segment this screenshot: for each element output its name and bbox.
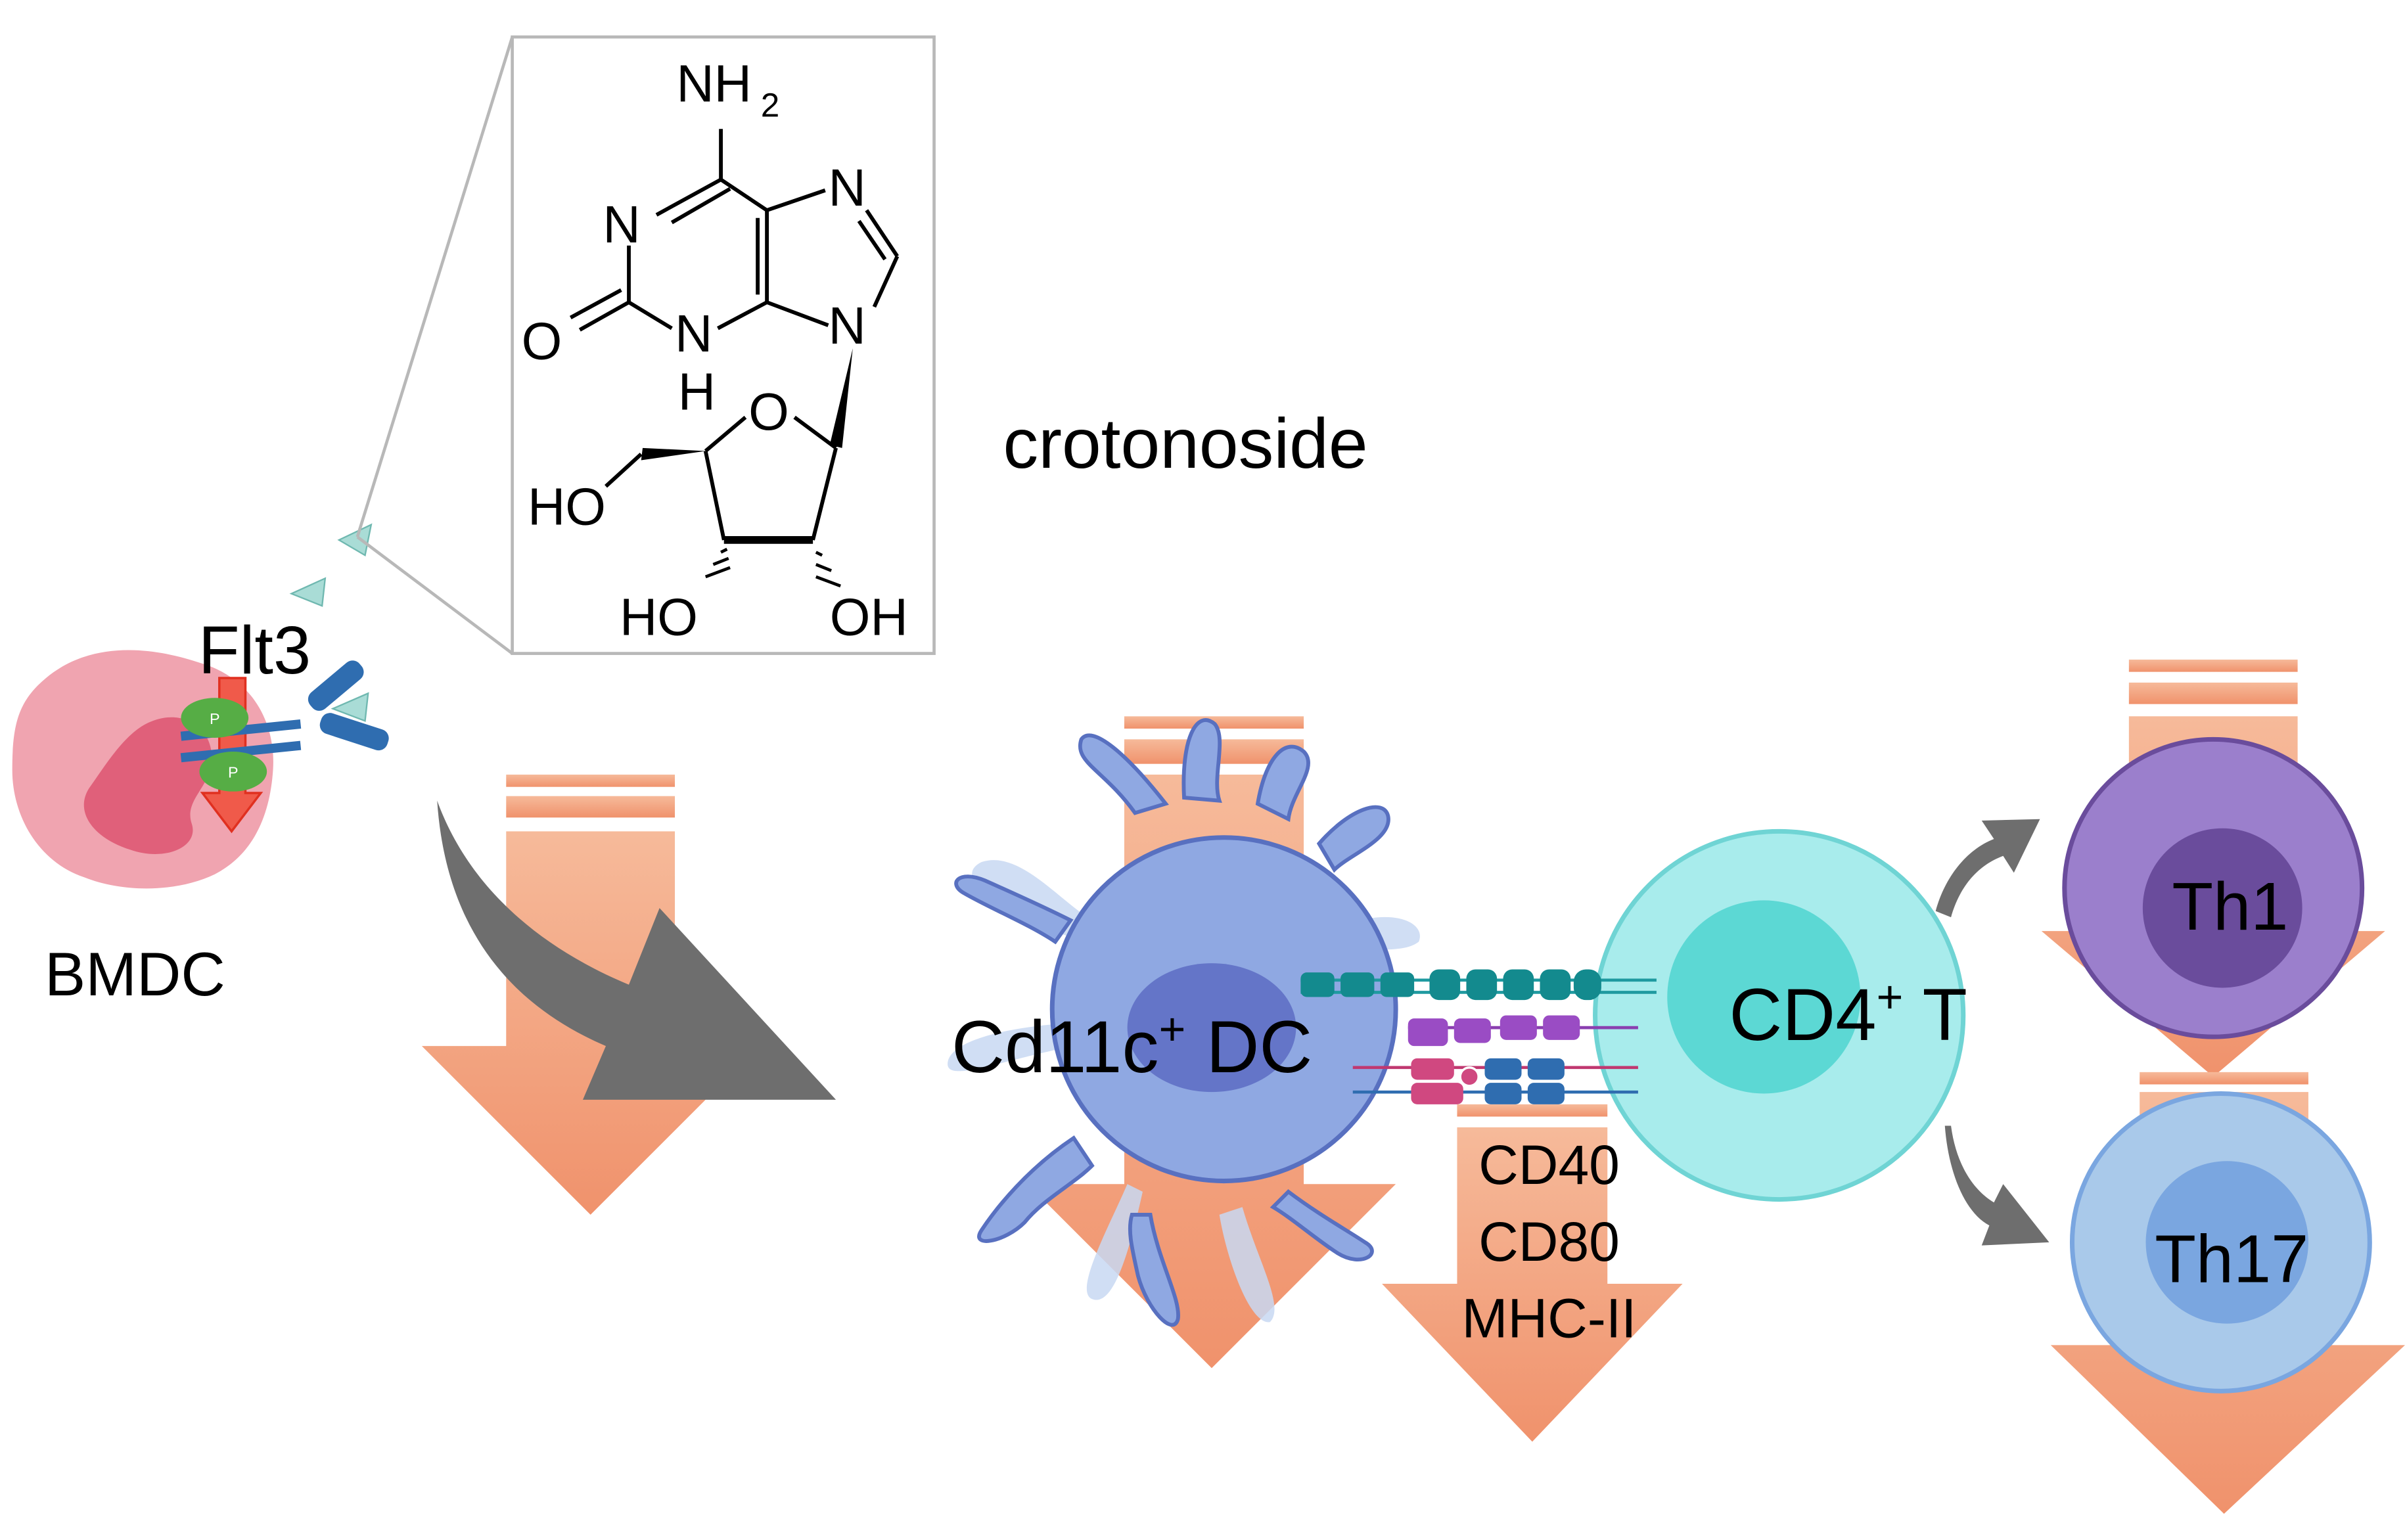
crotonoside-structure	[569, 129, 900, 588]
atom-ho3: HO	[620, 588, 698, 646]
receptor-pair-1	[1300, 969, 1657, 1001]
th17-label: Th17	[2155, 1221, 2308, 1297]
dc-nucleus	[1127, 963, 1296, 1093]
marker-mhc-ii: MHC-II	[1462, 1288, 1637, 1349]
atom-n3: N	[675, 304, 712, 363]
atom-nh2-sub: 2	[761, 87, 780, 124]
flow-arrow-to-th17	[1944, 1125, 2050, 1246]
th1-cell	[2062, 736, 2365, 1039]
dc-dendrites	[954, 718, 1390, 1327]
zoom-lines	[355, 36, 514, 655]
atom-n7: N	[828, 158, 865, 217]
receptor-pair-2	[1408, 1015, 1638, 1047]
phospho-site-2	[199, 751, 267, 792]
flow-arrow-to-th1	[1935, 819, 2040, 918]
atom-oh2: OH	[830, 588, 908, 646]
ligand-triangle-1	[337, 523, 373, 557]
flt3-receptor: P P	[180, 660, 389, 834]
marker-cd40: CD40	[1478, 1134, 1620, 1196]
bmdc-label: BMDC	[45, 940, 225, 1008]
phospho-site-1	[181, 698, 249, 738]
receptor-pair-3	[1352, 1058, 1638, 1104]
atom-h3: H	[678, 362, 716, 420]
th17-cell	[2069, 1091, 2372, 1393]
synapse-receptors	[1300, 969, 1657, 1104]
bmdc-nucleus	[83, 717, 212, 854]
crotonoside-atoms: NH 2 N N N N H O O HO HO OH	[522, 54, 908, 646]
atom-n9: N	[828, 296, 865, 355]
upregulation-arrow-markers	[1382, 1104, 1683, 1442]
phospho-label-1: P	[210, 710, 220, 727]
marker-cd80: CD80	[1478, 1211, 1620, 1273]
costim-markers: CD40 CD80 MHC-II	[1462, 1134, 1637, 1349]
atom-o-ring: O	[748, 382, 789, 441]
atom-nh2: NH	[676, 54, 752, 112]
th1-label: Th1	[2172, 869, 2288, 944]
compound-label: crotonoside	[1003, 404, 1368, 483]
ligand-triangles	[289, 523, 373, 722]
tcell-label: CD4+ T	[1729, 971, 1967, 1056]
flt3-label: Flt3	[198, 612, 311, 688]
dendritic-cell	[948, 718, 1420, 1327]
cd4-t-cell	[1593, 828, 1966, 1202]
dc-label: Cd11c+ DC	[951, 1003, 1312, 1088]
tcell-nucleus	[1667, 900, 1861, 1094]
ligand-triangle-3	[331, 692, 369, 722]
ligand-triangle-2	[289, 577, 327, 607]
flow-arrow-bmdc-to-dc	[437, 800, 836, 1100]
atom-n1: N	[603, 195, 640, 254]
atom-ho5: HO	[528, 478, 606, 536]
phospho-label-2: P	[228, 764, 239, 781]
atom-o-carbonyl: O	[522, 311, 562, 370]
